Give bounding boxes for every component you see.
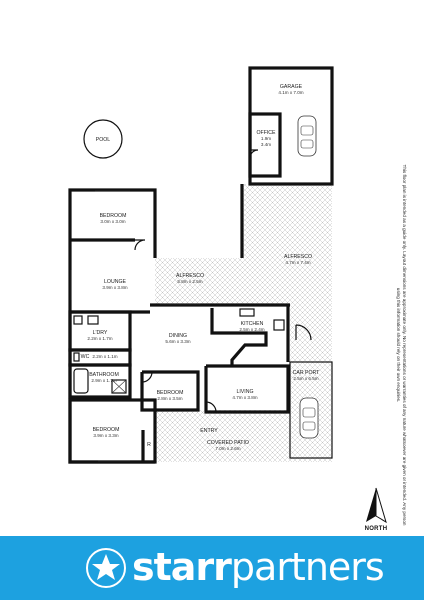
dining-dims: 5.6m x 3.3m: [165, 339, 190, 344]
covered-patio-label: COVERED PATIO: [207, 440, 249, 446]
garage-dims: 4.1m x 7.0m: [278, 90, 303, 95]
alfresco-right-label: ALFRESCO: [284, 254, 312, 260]
disclaimer-text: This floor plan is intended as a guide o…: [396, 164, 407, 526]
north-label: NORTH: [364, 526, 388, 532]
bedroom-mid-door: [141, 371, 153, 383]
wc-label: WC: [81, 354, 90, 360]
bathroom-walls: [68, 363, 132, 399]
wc-dims: 2.2m x 1.1m: [92, 354, 117, 359]
floor-plan: POOL GARAGE 4.1m x 7.0m OFFICE 1.9m 3.4m…: [68, 66, 334, 464]
bedroom-bottom-label: BEDROOM: [93, 427, 120, 433]
bedroom-mid-walls: [140, 370, 200, 412]
laundry-appliance: [73, 315, 83, 325]
robe-label: R: [147, 442, 151, 448]
alfresco-right-paving: [155, 184, 332, 458]
entry-door: [205, 401, 217, 413]
disclaimer: This floor plan is intended as a guide o…: [395, 160, 407, 530]
alfresco-mid-dims: 5.8m x 2.5m: [177, 279, 202, 284]
garage-car-icon: [297, 115, 317, 157]
house-outer-wall: [68, 188, 157, 464]
bedroom-mid-dims: 2.8m x 3.5m: [157, 396, 182, 401]
lounge-label: LOUNGE: [104, 279, 126, 285]
car-port-outline: [289, 361, 333, 459]
entry-label: ENTRY: [200, 428, 218, 434]
kitchen-dims: 2.5m x 2.4m: [239, 327, 264, 332]
car-port-dims: 2.5m x 6.5m: [293, 376, 318, 381]
bedroom-bottom-dims: 3.9m x 3.3m: [93, 433, 118, 438]
laundry-dims: 2.2m x 1.7m: [87, 336, 112, 341]
office-door: [249, 149, 259, 159]
lounge-dims: 3.9m x 3.8m: [102, 285, 127, 290]
wc-toilet: [73, 352, 80, 362]
car-port-car-icon: [299, 397, 319, 439]
bathroom-shower: [111, 379, 127, 394]
office-walls: [248, 112, 282, 178]
dining-label: DINING: [169, 333, 187, 339]
pool-label: POOL: [96, 137, 111, 143]
laundry-label: L'DRY: [93, 330, 108, 336]
car-port-label: CAR PORT: [293, 370, 321, 376]
brand-name-part1: starr: [132, 545, 232, 589]
living-dims: 4.7m x 3.8m: [232, 395, 257, 400]
car-port-door: [295, 324, 312, 341]
kitchen-cooktop: [273, 319, 285, 331]
bedroom-top-label: BEDROOM: [100, 213, 127, 219]
north-arrow-icon: [366, 487, 387, 524]
kitchen-bench: [210, 308, 268, 366]
laundry-tub: [87, 315, 99, 325]
bedroom-top-door: [134, 239, 146, 251]
kitchen-label: KITCHEN: [241, 321, 264, 327]
bathroom-dims: 2.9m x 1.7m: [91, 378, 116, 383]
alfresco-right-dims: 4.7m x 7.4m: [285, 260, 310, 265]
bedroom-bottom-walls: [68, 398, 157, 464]
bathroom-bath: [73, 368, 89, 394]
covered-patio-dims: 7.0m x 2.6m: [215, 446, 240, 451]
living-label: LIVING: [236, 389, 253, 395]
brand-name-part2: partners: [230, 545, 385, 589]
office-label: OFFICE: [256, 130, 276, 136]
starr-partners-logo-icon: [86, 548, 126, 588]
bathroom-shower-cross: [111, 379, 127, 394]
brand-footer: starrpartners: [0, 536, 424, 600]
office-dims-width: 1.9m: [261, 136, 271, 141]
alfresco-mid-label: ALFRESCO: [176, 273, 204, 279]
bathroom-label: BATHROOM: [89, 372, 119, 378]
bedroom-mid-label: BEDROOM: [157, 390, 184, 396]
garage-label: GARAGE: [280, 84, 303, 90]
kitchen-sink: [239, 308, 255, 317]
pool-outline: [83, 119, 123, 159]
office-dims-height: 3.4m: [261, 142, 271, 147]
bedroom-top-dims: 3.0m x 3.0m: [100, 219, 125, 224]
brand-name: starrpartners: [132, 544, 385, 590]
north-arrow: NORTH: [356, 486, 396, 536]
